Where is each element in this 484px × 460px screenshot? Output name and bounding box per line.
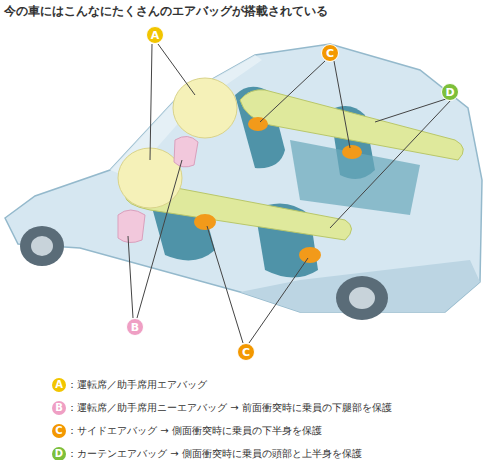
legend-letter: D	[55, 449, 63, 459]
car-body	[5, 44, 482, 312]
callout-letter: A	[151, 30, 160, 41]
legend-row: C ：サイドエアバッグ → 側面衝突時に乗員の下半身を保護	[52, 423, 322, 439]
side-airbag	[299, 247, 321, 263]
side-airbag	[342, 145, 362, 159]
callout-circle: D	[441, 83, 459, 101]
callout-letter: D	[445, 87, 454, 98]
legend-letter: C	[55, 426, 62, 436]
rear-seat	[290, 140, 420, 215]
legend-swatch: C	[52, 424, 66, 438]
legend-swatch: B	[52, 401, 66, 415]
callout-circle: A	[146, 26, 164, 44]
callout-letter: C	[242, 347, 250, 358]
wheel	[336, 276, 388, 320]
callout-letter: B	[131, 322, 139, 333]
legend-text: ：サイドエアバッグ → 側面衝突時に乗員の下半身を保護	[67, 424, 322, 438]
legend-row: D ：カーテンエアバッグ → 側面衝突時に乗員の頭部と上半身を保護	[52, 446, 362, 460]
legend-swatch: A	[52, 378, 66, 392]
leader-lines	[128, 44, 451, 343]
legend-row: A ：運転席／助手席用エアバッグ	[52, 377, 207, 393]
callout-circle: C	[321, 44, 339, 62]
front-airbag	[173, 78, 237, 138]
side-airbag	[194, 214, 216, 230]
callout-circle: B	[126, 318, 144, 336]
wheel-hub	[31, 236, 53, 256]
side-airbag	[248, 117, 268, 131]
legend-swatch: D	[52, 447, 66, 460]
curtain-airbag	[240, 90, 463, 160]
callout-letter: C	[326, 48, 334, 59]
knee-airbag	[174, 136, 198, 166]
legend-letter: B	[55, 403, 63, 413]
legend-text: ：運転席／助手席用ニーエアバッグ → 前面衝突時に乗員の下腿部を保護	[67, 401, 392, 415]
legend-text: ：カーテンエアバッグ → 側面衝突時に乗員の頭部と上半身を保護	[67, 447, 362, 460]
callout-circle: C	[237, 343, 255, 361]
legend-row: B ：運転席／助手席用ニーエアバッグ → 前面衝突時に乗員の下腿部を保護	[52, 400, 392, 416]
wheel	[20, 226, 64, 266]
legend-text: ：運転席／助手席用エアバッグ	[67, 378, 207, 392]
knee-airbag	[118, 210, 145, 243]
diagram-title: 今の車にはこんなにたくさんのエアバッグが搭載されている	[4, 3, 328, 20]
legend-letter: A	[55, 380, 63, 390]
wheel-hub	[349, 287, 375, 309]
